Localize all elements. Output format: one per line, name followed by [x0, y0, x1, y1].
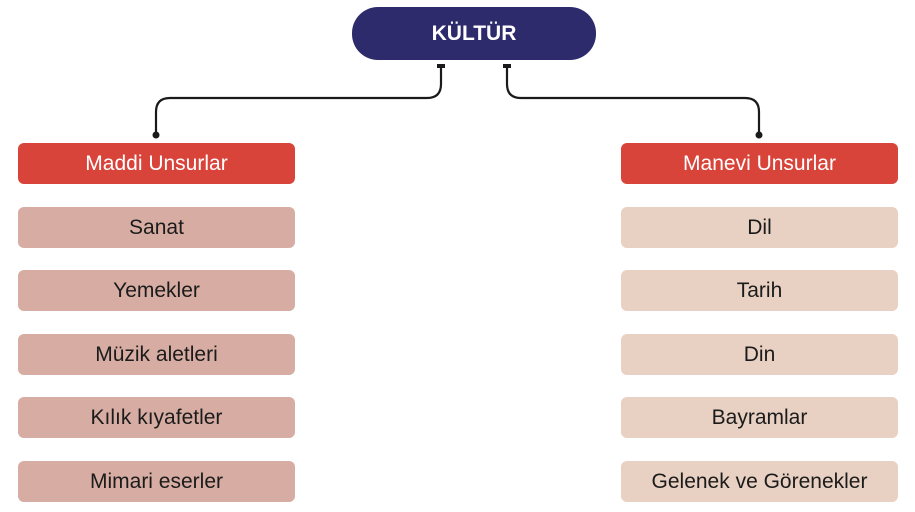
connector-left-cap-icon	[437, 64, 445, 68]
branch-title: Maddi Unsurlar	[85, 151, 228, 175]
list-item: Kılık kıyafetler	[18, 397, 295, 438]
connector-right-cap-icon	[503, 64, 511, 68]
list-item: Bayramlar	[621, 397, 898, 438]
list-item: Mimari eserler	[18, 461, 295, 502]
connector-left	[154, 66, 443, 134]
connector-left-dot-icon	[152, 131, 160, 139]
list-item: Sanat	[18, 207, 295, 248]
item-label: Din	[743, 342, 776, 366]
root-label: KÜLTÜR	[431, 21, 517, 45]
item-label: Dil	[747, 215, 772, 239]
item-label: Sanat	[129, 215, 184, 239]
connector-right-dot-icon	[755, 131, 763, 139]
list-item: Gelenek ve Görenekler	[621, 461, 898, 502]
list-item: Dil	[621, 207, 898, 248]
item-label: Mimari eserler	[89, 469, 223, 493]
list-item: Yemekler	[18, 270, 295, 311]
branch-title: Manevi Unsurlar	[683, 151, 836, 175]
root-node-kultur: KÜLTÜR	[352, 7, 596, 60]
branch-header-maddi: Maddi Unsurlar	[18, 143, 295, 184]
connector-right	[505, 66, 761, 134]
list-item: Din	[621, 334, 898, 375]
branch-header-manevi: Manevi Unsurlar	[621, 143, 898, 184]
list-item: Tarih	[621, 270, 898, 311]
item-label: Tarih	[736, 278, 783, 302]
item-label: Müzik aletleri	[95, 342, 218, 366]
list-item: Müzik aletleri	[18, 334, 295, 375]
item-label: Gelenek ve Görenekler	[651, 469, 868, 493]
item-label: Bayramlar	[711, 405, 808, 429]
item-label: Yemekler	[113, 278, 200, 302]
item-label: Kılık kıyafetler	[90, 405, 223, 429]
